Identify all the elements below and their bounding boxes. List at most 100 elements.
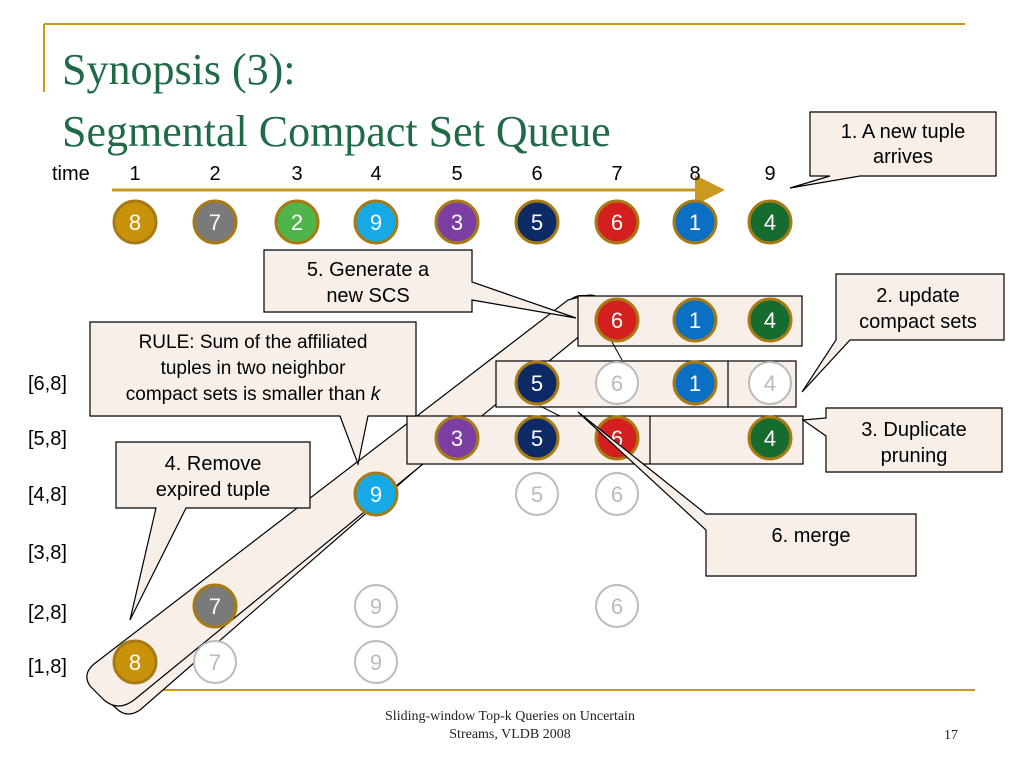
callout-generate: 5. Generate a new SCS	[263, 249, 577, 319]
svg-text:4: 4	[764, 308, 776, 333]
row-label: [4,8]	[28, 484, 67, 506]
stream-tuple-2: 2	[274, 199, 320, 245]
svg-text:6: 6	[611, 308, 623, 333]
connector-6-8-to-5-8	[539, 405, 561, 417]
svg-text:1: 1	[689, 371, 701, 396]
callout-new-tuple: 1. A new tuple arrives	[789, 111, 997, 189]
svg-text:7: 7	[209, 210, 221, 235]
scs-6-8-tuple-4: 4	[748, 361, 792, 405]
svg-text:9: 9	[370, 482, 382, 507]
time-tick-9: 9	[764, 163, 775, 185]
callout-merge: 6. merge	[577, 411, 917, 577]
tuple-circles: 8 7 2 9 3 5 6 1 4 6 1 4 5 6 1 4 3 5 6 4 9 5 6 7 9 6 8 7 9	[112, 199, 793, 685]
svg-text:4: 4	[764, 426, 776, 451]
row-label: [3,8]	[28, 542, 67, 564]
time-tick-6: 6	[531, 163, 542, 185]
svg-text:4: 4	[764, 371, 776, 396]
svg-text:6: 6	[611, 371, 623, 396]
time-tick-2: 2	[209, 163, 220, 185]
time-tick-3: 3	[291, 163, 302, 185]
stream-tuple-3: 3	[434, 199, 480, 245]
time-tick-8: 8	[689, 163, 700, 185]
scs-1-8-tuple-7: 7	[193, 640, 237, 684]
callout-duplicate-line2: pruning	[881, 445, 948, 467]
scs-5-8-tuple-5: 5	[514, 415, 560, 461]
rule-line1: RULE: Sum of the affiliated	[139, 332, 368, 353]
time-ticks: 1 2 3 4 5 6 7 8 9	[129, 163, 775, 185]
callout-rule: RULE: Sum of the affiliated tuples in tw…	[89, 321, 417, 467]
connector-new-to-6-8	[611, 341, 623, 361]
callout-merge-label: 6. merge	[772, 525, 851, 547]
scs-new-tuple-4: 4	[747, 297, 793, 343]
row-labels: [6,8] [5,8] [4,8] [3,8] [2,8] [1,8]	[28, 373, 67, 678]
scs-5-8-tuple-6: 6	[594, 415, 640, 461]
callout-new-tuple-line1: 1. A new tuple	[841, 121, 966, 143]
svg-text:1: 1	[689, 210, 701, 235]
svg-text:2: 2	[291, 210, 303, 235]
scs-1-8-tuple-9: 9	[354, 640, 398, 684]
callout-update: 2. update compact sets	[801, 273, 1005, 393]
footer-citation: Sliding-window Top-k Queries on Uncertai…	[330, 708, 690, 744]
stream-tuple-4: 4	[747, 199, 793, 245]
row-label: [6,8]	[28, 373, 67, 395]
svg-text:5: 5	[531, 371, 543, 396]
scs-2-8-tuple-7: 7	[192, 583, 238, 629]
page-number: 17	[944, 728, 958, 743]
stream-tuple-1: 1	[672, 199, 718, 245]
scs-4-8-tuple-6: 6	[595, 472, 639, 516]
time-tick-4: 4	[370, 163, 381, 185]
footer-line2: Streams, VLDB 2008	[449, 727, 571, 743]
svg-text:7: 7	[209, 650, 221, 675]
svg-text:6: 6	[611, 594, 623, 619]
stream-tuple-6: 6	[594, 199, 640, 245]
slide-title-line1: Synopsis (3):	[62, 45, 296, 94]
svg-text:5: 5	[531, 426, 543, 451]
svg-text:9: 9	[370, 594, 382, 619]
svg-text:5: 5	[531, 482, 543, 507]
row-label: [2,8]	[28, 602, 67, 624]
callout-duplicate-line1: 3. Duplicate	[861, 419, 967, 441]
time-tick-1: 1	[129, 163, 140, 185]
scs-4-8-tuple-5: 5	[515, 472, 559, 516]
stream-tuple-7: 7	[192, 199, 238, 245]
row-label: [5,8]	[28, 428, 67, 450]
scs-6-8-tuple-1: 1	[672, 360, 718, 406]
callout-duplicate: 3. Duplicate pruning	[801, 407, 1003, 473]
scs-new-tuple-6: 6	[594, 297, 640, 343]
scs-6-8-tuple-6: 6	[595, 361, 639, 405]
time-tick-5: 5	[451, 163, 462, 185]
stream-tuple-5: 5	[514, 199, 560, 245]
svg-text:8: 8	[129, 210, 141, 235]
stream-tuple-8: 8	[112, 199, 158, 245]
callout-update-line2: compact sets	[859, 311, 977, 333]
rule-k: k	[371, 384, 382, 405]
rule-line2: tuples in two neighbor	[161, 358, 347, 379]
svg-text:9: 9	[370, 210, 382, 235]
scs-2-8-tuple-9: 9	[354, 584, 398, 628]
row-label: [1,8]	[28, 656, 67, 678]
svg-text:6: 6	[611, 482, 623, 507]
time-tick-7: 7	[611, 163, 622, 185]
time-label: time	[52, 163, 90, 185]
callout-update-line1: 2. update	[876, 285, 959, 307]
svg-text:8: 8	[129, 650, 141, 675]
scs-new-tuple-1: 1	[672, 297, 718, 343]
svg-text:4: 4	[764, 210, 776, 235]
callout-new-tuple-line2: arrives	[873, 146, 933, 168]
callout-generate-line1: 5. Generate a	[307, 259, 430, 281]
rule-line3: compact sets is smaller than k	[126, 384, 382, 405]
scs-1-8-tuple-8: 8	[112, 639, 158, 685]
scs-6-8-tuple-5: 5	[514, 360, 560, 406]
svg-text:9: 9	[370, 650, 382, 675]
svg-text:7: 7	[209, 594, 221, 619]
callout-remove: 4. Remove expired tuple	[115, 441, 311, 621]
footer-line1: Sliding-window Top-k Queries on Uncertai…	[385, 709, 635, 724]
svg-text:5: 5	[531, 210, 543, 235]
svg-text:3: 3	[451, 210, 463, 235]
svg-text:3: 3	[451, 426, 463, 451]
stream-tuple-9: 9	[353, 199, 399, 245]
svg-text:6: 6	[611, 210, 623, 235]
callout-remove-line1: 4. Remove	[165, 453, 262, 475]
svg-text:1: 1	[689, 308, 701, 333]
